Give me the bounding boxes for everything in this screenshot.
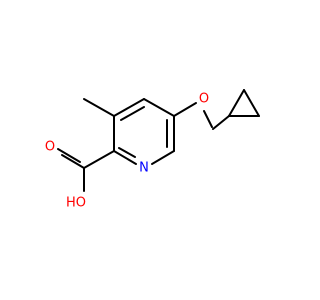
ether-oxygen-label: O (199, 92, 209, 107)
nitrogen-label: N (139, 161, 149, 176)
bond-methyl (83, 98, 115, 117)
bond-c3-o (173, 102, 197, 117)
structure-canvas: N O O HO (44, 89, 260, 211)
bond-n-c5-inner (118, 147, 136, 158)
molecule-drawing: N O O HO (45, 89, 260, 211)
bond-c-double-o-2 (57, 148, 81, 163)
hydroxyl-label: HO (66, 196, 86, 211)
bond-c1-c2-inner (120, 106, 145, 121)
bond-cp-2 (243, 89, 260, 117)
bond-c-double-o (61, 154, 85, 169)
bond-n-c5 (113, 150, 137, 165)
bond-cp-1 (228, 89, 245, 117)
bond-o-ch2 (203, 110, 213, 128)
bond-c1-c2 (113, 98, 145, 117)
bond-c4-n (151, 150, 175, 165)
carbonyl-oxygen-label: O (45, 140, 55, 155)
bond-c2-c3 (143, 98, 175, 117)
bond-o-ch2-main (212, 115, 230, 130)
bond-c5-ccooh (83, 150, 115, 169)
